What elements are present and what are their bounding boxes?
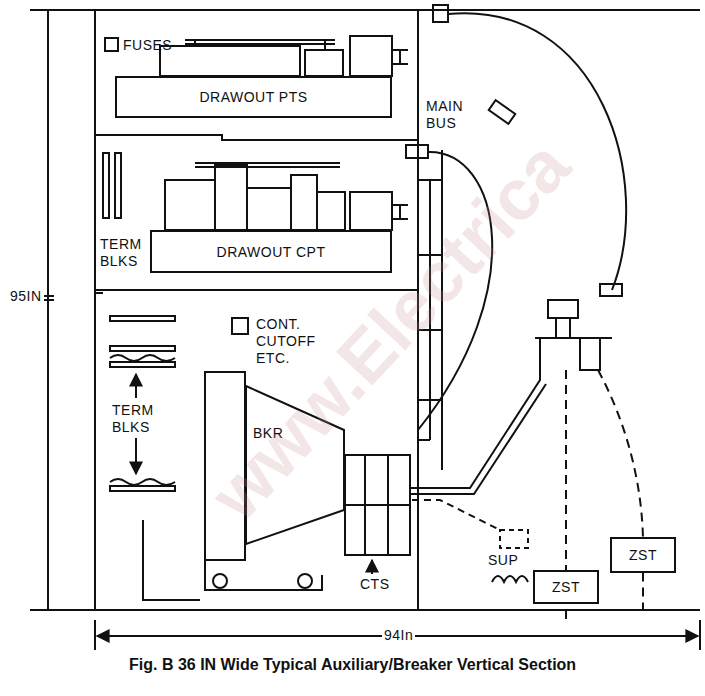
equipment-box: DRAWOUT CPT xyxy=(150,230,392,273)
part-label: 95IN xyxy=(8,288,44,305)
part-label: TERM BLKS xyxy=(112,402,160,436)
node-text: ZST xyxy=(552,579,580,595)
part-label: TERM BLKS xyxy=(100,236,148,270)
breaker-body: BKR xyxy=(245,385,345,545)
part-label: 94In xyxy=(382,627,415,644)
part-label: SUP xyxy=(488,552,518,569)
breaker-outline xyxy=(245,385,345,545)
node-text: DRAWOUT PTS xyxy=(199,89,307,105)
equipment-box: ZST xyxy=(533,570,599,604)
part-label: CTS xyxy=(360,576,390,593)
part-label: CONT. CUTOFF ETC. xyxy=(256,316,351,366)
node-text: BKR xyxy=(253,425,283,441)
equipment-box: ZST xyxy=(610,537,676,573)
node-text: ZST xyxy=(629,547,657,563)
part-label: FUSES xyxy=(123,37,172,54)
figure-caption: Fig. B 36 IN Wide Typical Auxiliary/Brea… xyxy=(129,656,576,674)
equipment-box: DRAWOUT PTS xyxy=(115,76,392,118)
part-label: MAIN BUS xyxy=(424,98,478,132)
node-text: DRAWOUT CPT xyxy=(217,244,326,260)
